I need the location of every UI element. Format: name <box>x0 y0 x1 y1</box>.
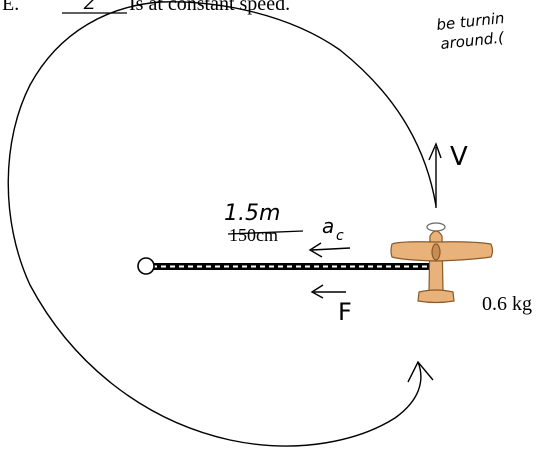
item-letter: E. <box>2 0 19 15</box>
rope <box>152 263 432 270</box>
flight-path-arrowhead <box>407 360 434 383</box>
centripetal-accel-arrowhead <box>308 242 323 258</box>
centripetal-accel-subscript: c <box>336 228 344 244</box>
pivot-point <box>137 257 155 275</box>
handwritten-length: 1.5m <box>224 201 280 226</box>
mass-label: 0.6 kg <box>482 293 532 315</box>
force-label: F <box>338 298 352 326</box>
airplane-image <box>390 222 494 304</box>
margin-note: be turnin around.( <box>436 9 506 53</box>
velocity-label: V <box>450 142 468 172</box>
handwritten-blank-answer: Z <box>83 0 96 13</box>
length-strikethrough <box>227 230 304 235</box>
hand-drawn-flight-path <box>7 1 437 447</box>
question-header: E. Is at constant speed. Z <box>2 0 290 15</box>
centripetal-accel-arrow <box>311 247 351 251</box>
velocity-arrowhead <box>428 142 442 161</box>
centripetal-accel-label: a <box>322 214 334 238</box>
force-arrowhead <box>310 284 324 299</box>
printed-length: 150cm <box>229 225 278 245</box>
